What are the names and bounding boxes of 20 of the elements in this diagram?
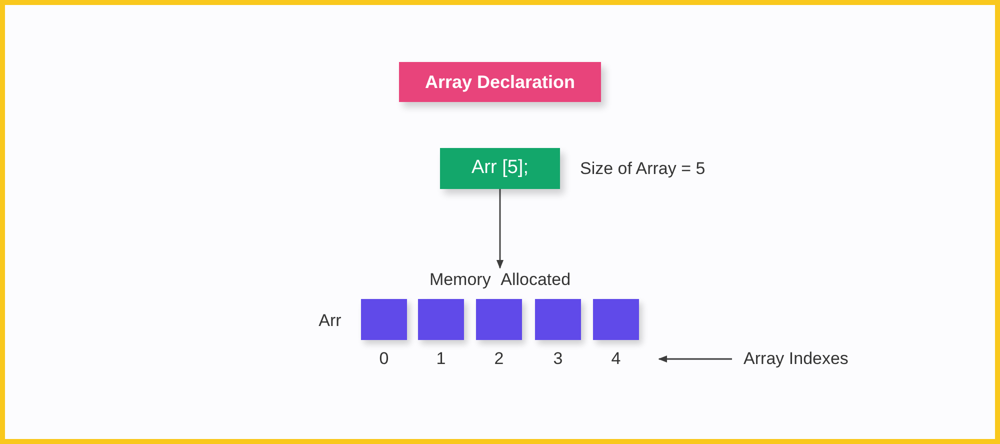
memory-block bbox=[476, 299, 522, 340]
size-note: Size of Array = 5 bbox=[580, 158, 706, 180]
code-text: Arr [5]; bbox=[471, 156, 528, 180]
heading-box bbox=[399, 62, 601, 102]
annotation-text: Array Indexes bbox=[744, 348, 848, 370]
index-number: 3 bbox=[553, 348, 563, 370]
memory-block bbox=[535, 299, 581, 340]
code-box bbox=[440, 148, 560, 189]
index-number: 4 bbox=[611, 348, 621, 370]
array-name-label: Arr bbox=[318, 310, 342, 332]
heading-text: Array Declaration bbox=[424, 70, 576, 94]
memory-block bbox=[418, 299, 464, 340]
arrow bbox=[658, 355, 732, 363]
memory-block bbox=[361, 299, 407, 340]
arrow bbox=[496, 189, 504, 269]
index-number: 0 bbox=[379, 348, 389, 370]
memory-block bbox=[593, 299, 639, 340]
index-number: 2 bbox=[494, 348, 504, 370]
index-number: 1 bbox=[436, 348, 446, 370]
caption-text: Memory Allocated bbox=[429, 269, 571, 292]
